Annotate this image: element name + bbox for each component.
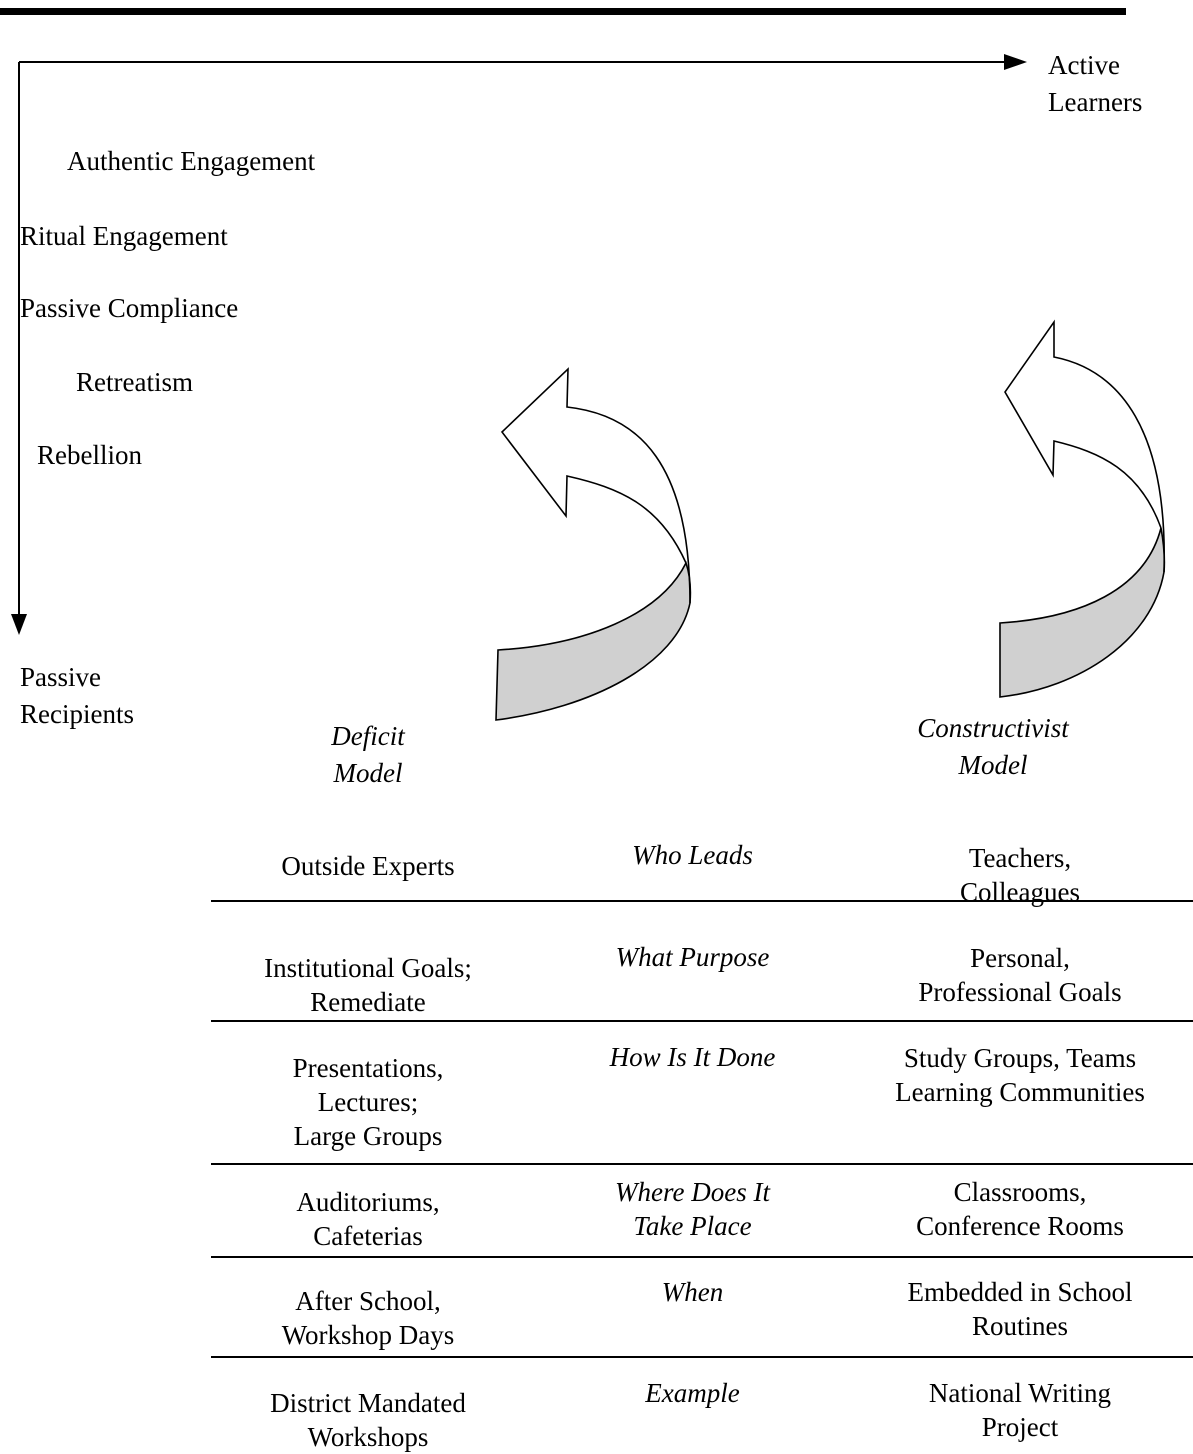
row-divider bbox=[211, 1356, 1193, 1358]
y-axis-label: Passive Recipients bbox=[20, 662, 134, 729]
row-constructivist-cell: Personal, Professional Goals bbox=[918, 943, 1122, 1007]
row-deficit-cell: Institutional Goals; Remediate bbox=[264, 953, 472, 1017]
engagement-level-retreatism: Retreatism bbox=[76, 367, 193, 397]
row-question-cell: How Is It Done bbox=[609, 1042, 776, 1072]
row-divider bbox=[211, 900, 1193, 902]
row-divider bbox=[211, 1163, 1193, 1165]
row-deficit-cell: After School, Workshop Days bbox=[281, 1286, 455, 1350]
row-constructivist-cell: Teachers, Colleagues bbox=[960, 843, 1080, 907]
row-deficit-cell: Outside Experts bbox=[281, 851, 455, 881]
engagement-level-passive-compliance: Passive Compliance bbox=[20, 293, 239, 323]
x-axis-arrowhead bbox=[1004, 54, 1027, 70]
row-divider bbox=[211, 1256, 1193, 1258]
top-rule bbox=[0, 8, 1126, 15]
deficit-model-label: Deficit Model bbox=[331, 721, 405, 788]
row-constructivist-cell: Embedded in School Routines bbox=[907, 1277, 1133, 1341]
row-deficit-cell: Auditoriums, Cafeterias bbox=[296, 1187, 440, 1251]
constructivist-arrow-outline bbox=[1004, 319, 1165, 573]
y-axis-arrowhead bbox=[11, 614, 27, 635]
diagram-graphics bbox=[11, 54, 1166, 721]
row-constructivist-cell: National Writing Project bbox=[928, 1378, 1112, 1442]
row-question-cell: Example bbox=[645, 1378, 740, 1408]
row-divider bbox=[211, 1020, 1193, 1022]
deficit-curved-arrow bbox=[495, 367, 692, 721]
constructivist-curved-arrow bbox=[999, 319, 1166, 698]
row-question-cell: Who Leads bbox=[632, 840, 753, 870]
row-question-cell: What Purpose bbox=[615, 942, 770, 972]
engagement-level-rebellion: Rebellion bbox=[37, 440, 142, 470]
constructivist-model-label: Constructivist Model bbox=[917, 713, 1069, 780]
row-question-cell: Where Does It Take Place bbox=[615, 1177, 770, 1241]
constructivist-arrow-shaded-band bbox=[999, 527, 1166, 698]
row-constructivist-cell: Study Groups, Teams Learning Communities bbox=[895, 1043, 1145, 1107]
row-constructivist-cell: Classrooms, Conference Rooms bbox=[916, 1177, 1124, 1241]
deficit-arrow-shaded-band bbox=[495, 560, 692, 721]
deficit-arrow-outline bbox=[500, 367, 691, 604]
x-axis-label: Active Learners bbox=[1048, 50, 1143, 117]
engagement-level-authentic: Authentic Engagement bbox=[67, 146, 316, 176]
row-deficit-cell: District Mandated Workshops bbox=[270, 1388, 466, 1452]
row-question-cell: When bbox=[661, 1277, 724, 1307]
row-deficit-cell: Presentations, Lectures; Large Groups bbox=[292, 1053, 444, 1151]
engagement-level-ritual: Ritual Engagement bbox=[20, 221, 228, 251]
